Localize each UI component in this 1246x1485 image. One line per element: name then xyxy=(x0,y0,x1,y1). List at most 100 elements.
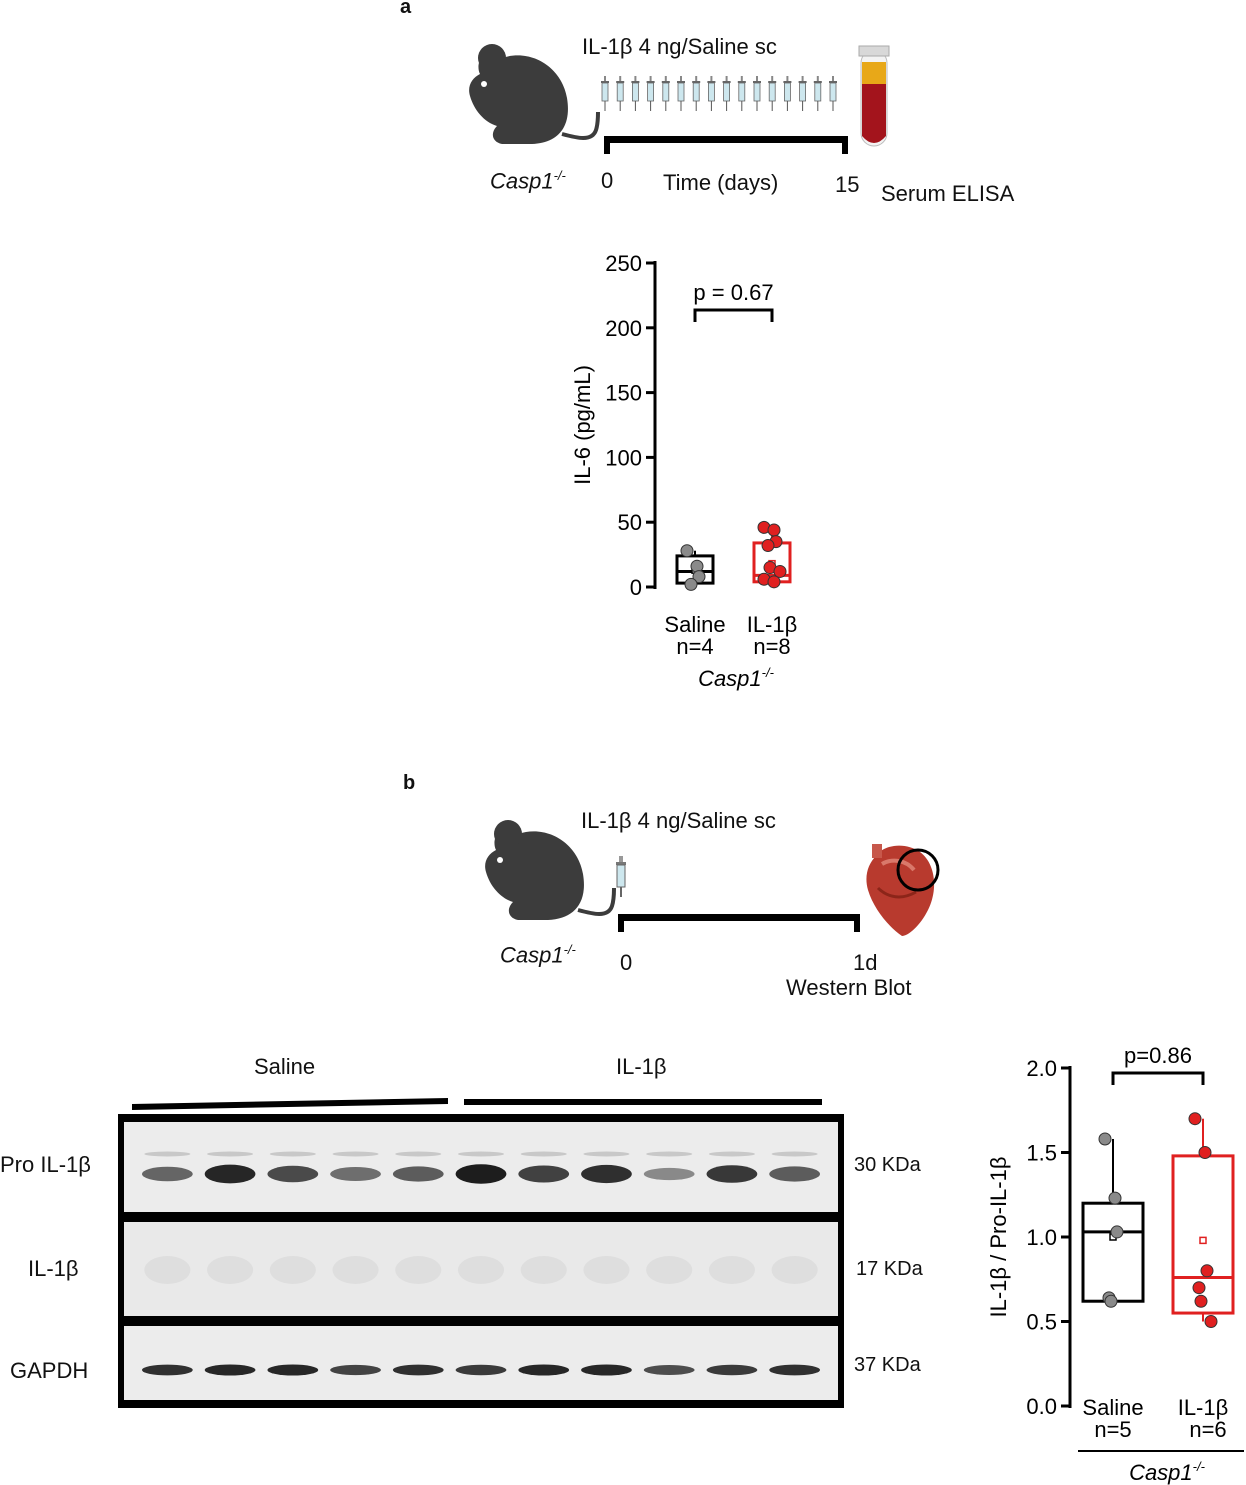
pro-il1b-band xyxy=(518,1165,570,1183)
data-point xyxy=(1104,1294,1118,1308)
y-tick-label: 100 xyxy=(605,445,642,470)
il1b-band xyxy=(269,1256,316,1284)
il1b-band xyxy=(583,1256,630,1284)
syringe-row xyxy=(601,76,837,111)
category-label: IL-1β xyxy=(747,612,798,637)
data-point xyxy=(1098,1132,1112,1146)
significance-bracket xyxy=(1111,1071,1205,1085)
syringe-icon xyxy=(783,76,792,111)
data-point xyxy=(684,577,698,591)
blot-row-label-gapdh: GAPDH xyxy=(10,1358,89,1383)
gapdh-band xyxy=(581,1364,632,1376)
blot-row-label-pro: Pro IL-1β xyxy=(0,1152,91,1177)
gapdh-band xyxy=(455,1364,507,1376)
nonspecific-band xyxy=(395,1151,442,1157)
n-label: n=5 xyxy=(1094,1417,1131,1442)
syringe-icon xyxy=(677,76,685,111)
timeline-axis-label: Time (days) xyxy=(663,170,779,195)
pro-il1b-band xyxy=(392,1166,444,1182)
nonspecific-band xyxy=(520,1151,567,1157)
y-tick-label: 50 xyxy=(618,510,642,535)
data-point xyxy=(1198,1146,1212,1159)
data-point xyxy=(1108,1191,1122,1205)
nonspecific-band xyxy=(646,1151,693,1157)
treatment-label-b: IL-1β 4 ng/Saline sc xyxy=(581,808,776,833)
treatment-label-a: IL-1β 4 ng/Saline sc xyxy=(582,34,777,59)
data-point xyxy=(1200,1264,1214,1278)
pro-il1b-band xyxy=(455,1164,507,1184)
syringe-icon xyxy=(737,76,746,111)
pro-il1b-band xyxy=(267,1165,319,1183)
nonspecific-band xyxy=(708,1151,755,1157)
syringe-icon xyxy=(829,76,837,111)
syringe-icon xyxy=(616,76,625,111)
y-axis-label: IL-1β / Pro-IL-1β xyxy=(986,1156,1011,1317)
il1b-band xyxy=(646,1256,693,1284)
y-tick-label: 0 xyxy=(630,575,642,600)
nonspecific-band xyxy=(583,1151,630,1157)
timeline-end-b: 1d xyxy=(853,950,878,975)
gapdh-band xyxy=(330,1364,381,1376)
data-point xyxy=(767,523,781,537)
readout-label-b: Western Blot xyxy=(786,975,912,1000)
blot-group-saline: Saline xyxy=(254,1054,316,1079)
y-tick-label: 1.0 xyxy=(1026,1225,1057,1250)
blot-size-il1b: 17 KDa xyxy=(856,1258,923,1280)
gapdh-band xyxy=(706,1364,758,1376)
gapdh-band xyxy=(204,1364,256,1376)
panel-a-label: a xyxy=(400,0,412,18)
y-tick-label: 150 xyxy=(605,381,642,406)
mouse-icon xyxy=(469,44,600,145)
y-tick-label: 0.5 xyxy=(1026,1310,1057,1335)
syringe-icon xyxy=(616,856,626,897)
nonspecific-band xyxy=(332,1151,379,1157)
syringe-icon xyxy=(753,76,761,111)
y-tick-label: 0.0 xyxy=(1026,1394,1057,1419)
il1b-band xyxy=(457,1256,505,1284)
nonspecific-band xyxy=(207,1151,254,1157)
il1b-band xyxy=(520,1256,567,1284)
gapdh-band xyxy=(267,1364,319,1376)
n-label: n=8 xyxy=(753,634,790,659)
timeline-start-b: 0 xyxy=(620,950,633,975)
genotype-label-a: Casp1-/- xyxy=(490,168,566,194)
n-label: n=4 xyxy=(676,634,713,659)
p-value-label: p=0.86 xyxy=(1124,1043,1192,1068)
mouse-icon xyxy=(485,820,616,920)
y-tick-label: 200 xyxy=(605,316,642,341)
syringe-icon xyxy=(813,76,822,111)
data-point xyxy=(680,544,694,558)
group-label: Casp1-/- xyxy=(1129,1459,1206,1485)
category-label: IL-1β xyxy=(1178,1395,1229,1420)
syringe-icon xyxy=(707,76,716,111)
syringe-icon xyxy=(798,76,807,111)
pro-il1b-band xyxy=(581,1164,632,1184)
data-point xyxy=(767,575,781,589)
syringe-icon xyxy=(722,76,731,111)
n-label: n=6 xyxy=(1189,1417,1226,1442)
blot-size-gapdh: 37 KDa xyxy=(854,1354,921,1376)
timeline-bar-b xyxy=(618,914,860,932)
syringe-icon xyxy=(768,76,777,111)
data-point xyxy=(773,564,787,578)
pro-il1b-band xyxy=(204,1164,256,1184)
nonspecific-band xyxy=(771,1151,818,1157)
pro-il1b-band xyxy=(142,1166,193,1182)
il1b-band xyxy=(395,1256,442,1284)
significance-bracket xyxy=(693,308,774,322)
category-label: Saline xyxy=(664,612,725,637)
pro-il1b-band xyxy=(643,1167,695,1181)
nonspecific-band xyxy=(144,1151,191,1157)
gapdh-band xyxy=(769,1364,820,1376)
timeline-end-a: 15 xyxy=(835,172,860,197)
il1b-band xyxy=(332,1256,379,1284)
blot-group-bars xyxy=(132,1098,822,1110)
blot-strip xyxy=(124,1326,838,1400)
mean-marker xyxy=(1199,1236,1207,1245)
y-tick-label: 1.5 xyxy=(1026,1141,1057,1166)
panel-b-label: b xyxy=(403,772,416,794)
blot-size-pro: 30 KDa xyxy=(854,1154,921,1176)
il1b-band xyxy=(708,1256,755,1284)
data-point xyxy=(692,570,706,584)
